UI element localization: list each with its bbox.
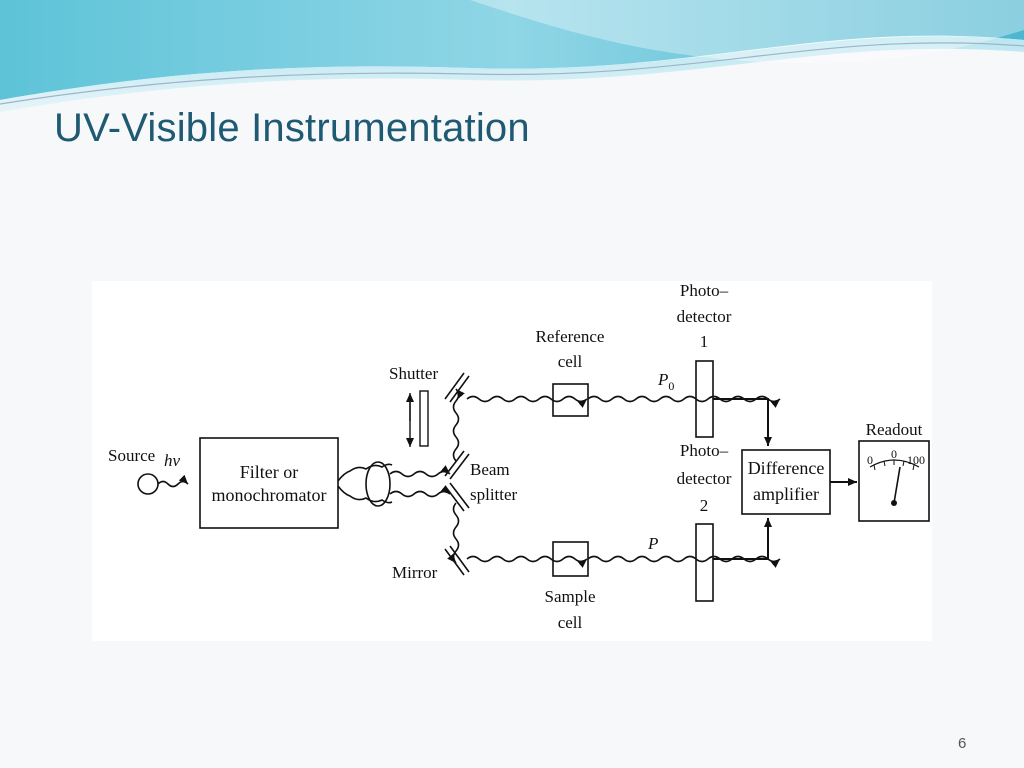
- shutter-label: Shutter: [389, 364, 438, 383]
- beam-splitter: [444, 450, 470, 512]
- photodetector-1-label-line2: detector: [677, 307, 732, 326]
- beam-lens-to-splitter-upper: [389, 465, 451, 478]
- readout-scale-max: 100: [907, 453, 925, 467]
- readout-scale-mid: 0: [891, 447, 897, 461]
- reference-cell-box: [552, 383, 589, 417]
- photodetector-2-label-line3: 2: [700, 496, 709, 515]
- source-hv-symbol: hν: [164, 451, 181, 470]
- decorative-header-banner: [0, 0, 1024, 120]
- beam-splitter-label-line2: splitter: [470, 485, 518, 504]
- sample-cell-label-line2: cell: [558, 613, 583, 632]
- photodetector-1-label-line3: 1: [700, 332, 709, 351]
- beam-to-sample-cell: [466, 555, 588, 568]
- sample-cell-box: [552, 541, 589, 577]
- photodetector-2: [695, 523, 714, 602]
- slide-title: UV-Visible Instrumentation: [54, 106, 530, 150]
- beam-splitter-label-line1: Beam: [470, 460, 510, 479]
- sample-cell-label-line1: Sample: [545, 587, 596, 606]
- beam-to-reference-cell: [466, 395, 588, 408]
- beam-splitter-to-upper-mirror: [452, 388, 465, 462]
- source-beam: [157, 474, 189, 488]
- filter-label-line2: monochromator: [212, 485, 327, 505]
- diagram-panel: [92, 281, 932, 641]
- shutter-plate: [419, 390, 429, 447]
- beam-reference-to-detector1: [587, 395, 781, 408]
- photodetector-2-label-line1: Photo–: [680, 441, 729, 460]
- lens-icon: [365, 461, 391, 507]
- difference-amplifier-label-line2: amplifier: [753, 484, 819, 504]
- readout-label: Readout: [866, 420, 923, 439]
- signal-line-detector1: [713, 398, 772, 446]
- reference-cell-label-line1: Reference: [536, 327, 605, 346]
- reference-cell-label-line2: cell: [558, 352, 583, 371]
- readout-needle-pivot: [891, 500, 897, 506]
- beam-to-lens-lower: [337, 485, 393, 504]
- p0-label: P0: [657, 370, 674, 393]
- photodetector-1-label-line1: Photo–: [680, 281, 729, 300]
- beam-lens-to-splitter-lower: [389, 485, 451, 498]
- beam-sample-to-detector2: [587, 555, 781, 568]
- page-number: 6: [958, 735, 967, 752]
- lower-mirror: [444, 545, 470, 576]
- signal-line-detector2: [713, 518, 772, 560]
- readout-needle: [893, 466, 901, 504]
- beam-to-lens-upper: [337, 463, 393, 482]
- p-label: P: [647, 534, 658, 553]
- readout-dial-ticks: [873, 460, 915, 471]
- filter-label-line1: Filter or: [240, 462, 299, 482]
- photodetector-2-label-line2: detector: [677, 469, 732, 488]
- upper-mirror: [444, 372, 470, 403]
- readout-box: [858, 440, 930, 522]
- readout-scale-min: 0: [867, 453, 873, 467]
- difference-amplifier-label-line1: Difference: [748, 458, 825, 478]
- mirror-label: Mirror: [392, 563, 438, 582]
- source-label: Source: [108, 446, 155, 465]
- filter-monochromator-box: [199, 437, 339, 529]
- uv-visible-instrument-diagram: Source hν Filter or monochromator Shutte…: [108, 281, 930, 632]
- photodetector-1: [695, 360, 714, 438]
- source-lamp-icon: [137, 473, 159, 495]
